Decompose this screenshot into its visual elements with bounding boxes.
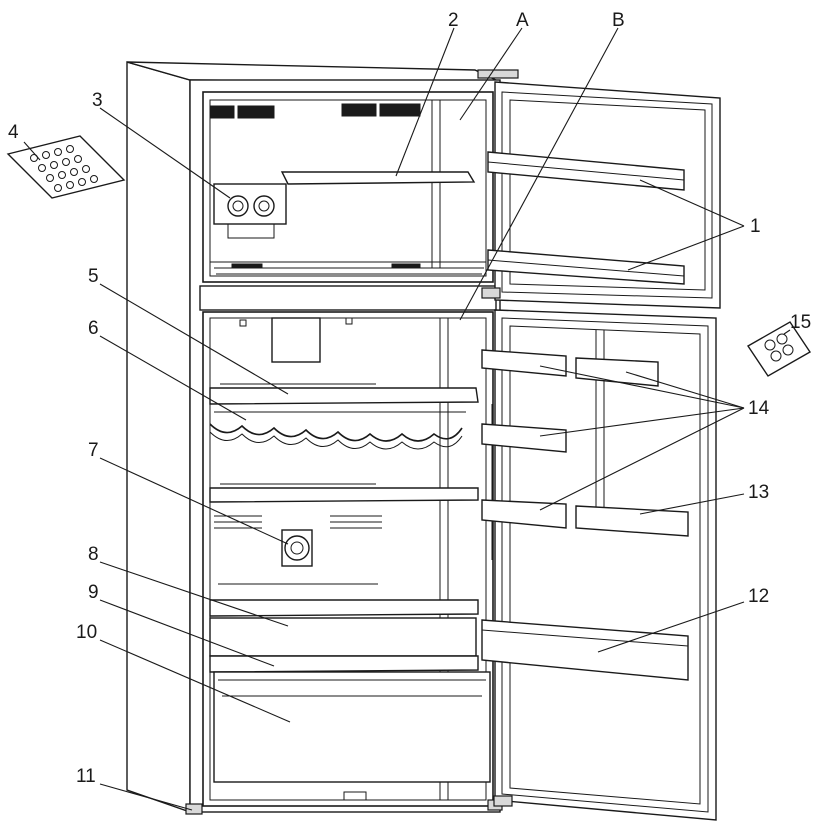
- label-A: A: [516, 10, 529, 31]
- label-14: 14: [748, 398, 770, 419]
- crisper-drawer: [213, 671, 491, 783]
- freezer-compartment: [202, 91, 494, 283]
- label-13: 13: [748, 482, 769, 503]
- door-shelf-upper-right: [575, 357, 659, 387]
- freezer-door: [481, 81, 721, 309]
- label-7: 7: [88, 440, 99, 461]
- callout-labels: 1 2 3 4 5 6 7 8 9 10 11 12 13 14 15 A B: [8, 10, 811, 787]
- door-shelf-middle: [481, 423, 567, 453]
- label-12: 12: [748, 586, 769, 607]
- crisper-top-rim: [209, 655, 479, 673]
- label-2: 2: [448, 10, 459, 31]
- ice-tray: [6, 135, 126, 199]
- label-11: 11: [76, 766, 96, 787]
- freezer-shelf: [280, 171, 476, 185]
- crisper-cover: [209, 599, 479, 617]
- leader-lines: [23, 27, 791, 811]
- label-1: 1: [750, 216, 761, 237]
- leveling-foot: [185, 803, 203, 815]
- light-thermostat: [281, 529, 313, 567]
- ice-maker-unit: [213, 183, 287, 239]
- label-9: 9: [88, 582, 99, 603]
- label-8: 8: [88, 544, 99, 565]
- label-3: 3: [92, 90, 103, 111]
- door-shelf-lower-right: [575, 505, 689, 537]
- egg-tray: [747, 321, 811, 377]
- freezer-door-bin-lower: [487, 249, 685, 285]
- label-B: B: [612, 10, 625, 31]
- door-shelf-upper-left: [481, 349, 567, 377]
- glass-shelf-middle: [209, 487, 479, 503]
- fridge-compartment: [202, 311, 494, 807]
- glass-shelf-top: [209, 387, 479, 405]
- door-bin-large: [481, 619, 689, 681]
- label-10: 10: [76, 622, 97, 643]
- label-5: 5: [88, 266, 99, 287]
- label-4: 4: [8, 122, 19, 143]
- label-15: 15: [790, 312, 811, 333]
- wine-rack: [209, 411, 466, 450]
- label-6: 6: [88, 318, 99, 339]
- fridge-door: [481, 309, 717, 821]
